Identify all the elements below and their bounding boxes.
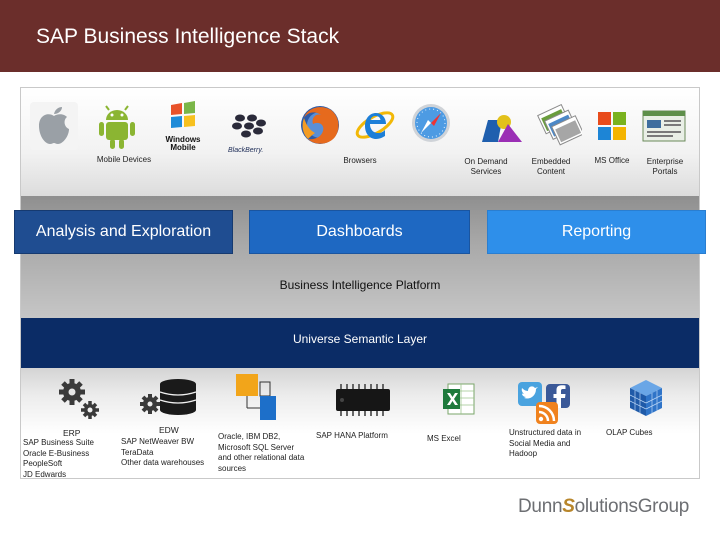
erp-title: ERP: [63, 428, 81, 438]
analysis-exploration-box: Analysis and Exploration: [14, 210, 233, 254]
dashboards-label: Dashboards: [316, 223, 403, 240]
database-gears-icon: [140, 379, 197, 415]
title-bar: SAP Business Intelligence Stack: [0, 0, 720, 72]
internet-explorer-icon: [355, 111, 395, 139]
social-media-icon: [518, 382, 570, 424]
apple-icon: [30, 102, 78, 150]
edw-title: EDW: [159, 425, 179, 435]
embedded-content-label: Embedded Content: [531, 157, 571, 176]
relational-data-icon: [236, 374, 276, 420]
logo-text-s: S: [562, 496, 575, 517]
android-icon: [99, 105, 135, 149]
analysis-exploration-label: Analysis and Exploration: [35, 223, 212, 240]
safari-icon: [412, 104, 450, 142]
enterprise-portal-icon: [642, 110, 686, 142]
on-demand-label: On Demand Services: [464, 157, 508, 176]
unstructured-label: Unstructured data in Social Media and Ha…: [509, 428, 582, 458]
bi-platform-label: Business Intelligence Platform: [279, 278, 441, 292]
dashboards-box: Dashboards: [249, 210, 470, 254]
enterprise-portals-label: Enterprise Portals: [646, 157, 684, 176]
hana-chip-icon: [336, 384, 390, 416]
olap-cube-icon: [629, 380, 663, 416]
erp-items: SAP Business Suite Oracle E-Business Peo…: [23, 438, 95, 479]
semantic-layer-band: [21, 318, 699, 368]
olap-label: OLAP Cubes: [606, 428, 653, 437]
embedded-content-icon: [537, 104, 582, 146]
reporting-box: Reporting: [487, 210, 706, 254]
diagram-frame: [20, 87, 700, 479]
logo-text-solutions-group: olutionsGroup: [574, 496, 690, 517]
blackberry-text: BlackBerry.: [228, 147, 264, 154]
mobile-devices-label: Mobile Devices: [96, 155, 152, 164]
consumption-band: [21, 88, 699, 196]
excel-icon: [443, 383, 475, 415]
dunn-solutions-logo: DunnSolutionsGroup: [518, 496, 689, 518]
excel-label: MS Excel: [427, 434, 461, 443]
edw-items: SAP NetWeaver BW TeraData Other data war…: [121, 437, 205, 467]
relational-sources: Oracle, IBM DB2, Microsoft SQL Server an…: [218, 432, 305, 473]
reporting-label: Reporting: [561, 223, 632, 240]
page-title: SAP Business Intelligence Stack: [36, 25, 340, 48]
logo-text-dunn: Dunn: [518, 496, 563, 517]
ms-office-icon: [598, 112, 626, 140]
firefox-icon: [301, 106, 339, 144]
windows-mobile-icon: Windows Mobile: [158, 101, 208, 152]
ms-office-label: MS Office: [594, 156, 630, 165]
blackberry-icon: BlackBerry.: [228, 112, 274, 156]
browsers-label: Browsers: [343, 156, 377, 165]
windows-mobile-text: Windows Mobile: [165, 135, 201, 152]
gears-icon: [59, 379, 99, 419]
hana-label: SAP HANA Platform: [316, 431, 388, 440]
on-demand-icon: [482, 115, 522, 142]
semantic-layer-label: Universe Semantic Layer: [292, 332, 428, 346]
